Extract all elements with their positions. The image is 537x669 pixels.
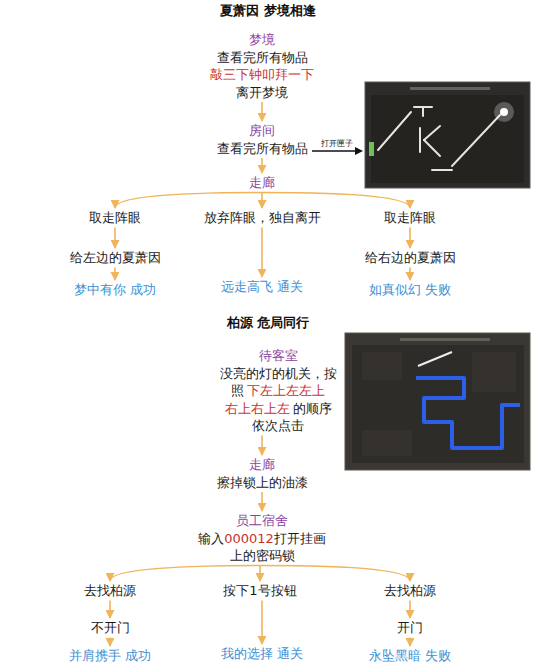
flow-arrow [110,566,262,582]
step-text: 查看完所有物品 [217,140,308,158]
flow-arrow [409,228,411,249]
flow-arrow [261,228,263,278]
step-paragraph: 输入000012打开挂画 上的密码锁 [192,530,332,565]
section-heading: 柏源 危局同行 [227,314,310,332]
ending-result: 我的选择 通关 [221,645,303,663]
flow-step: 给右边的夏萧因 [363,249,458,267]
flow-arrow [261,492,263,511]
ending-result: 并肩携手 成功 [69,647,151,665]
flow-arrow [114,268,116,281]
flow-arrow [261,601,263,645]
step-paragraph: 没亮的灯的机关，按 照下左上左左上 右上右上左的顺序 依次点击 [217,365,339,435]
flow-step: 不开门 [89,619,132,637]
step-text: 去找柏源 [384,582,436,600]
key-instruction: 000012 [224,531,274,546]
flow-step: 我的选择 通关 [219,645,305,663]
flow-step: 按下1号按钮 [221,582,298,600]
flow-step: 去找柏源 [382,582,438,600]
ending-result: 远走高飞 通关 [221,278,303,296]
step-text: 输入 [198,531,224,546]
flow-step: 给左边的夏萧因 [68,249,163,267]
flow-arrow [409,268,411,281]
flow-step: 员工宿舍输入000012打开挂画 上的密码锁 [190,512,334,565]
flow-step: 放弃阵眼，独自离开 [202,209,323,227]
flow-arrow [114,228,116,249]
step-text: 取走阵眼 [384,209,436,227]
location-heading: 员工宿舍 [192,512,332,530]
flow-step: 梦中有你 成功 [72,281,158,299]
pointer-label: 打开匣子 [321,138,353,149]
flow-arrow [259,566,261,582]
step-text: 查看完所有物品 [210,49,314,67]
flow-arrow [261,436,263,456]
location-heading: 走廊 [217,456,308,474]
puzzle-screenshot-one [365,82,530,188]
step-text: 开门 [397,619,423,637]
flow-arrow [262,193,410,209]
flow-step: 并肩携手 成功 [67,647,153,665]
ending-result: 梦中有你 成功 [74,281,156,299]
flow-arrow [109,638,111,647]
location-heading: 待客室 [217,347,339,365]
location-heading: 梦境 [210,31,314,49]
flow-step: 走廊 [247,174,277,192]
flow-arrow [409,638,411,647]
step-text: 放弃阵眼，独自离开 [204,209,321,227]
flow-arrow [261,102,263,121]
ending-result: 永坠黑暗 失败 [369,647,451,665]
step-text: 离开梦境 [210,84,314,102]
step-text: 不开门 [91,619,130,637]
flow-arrow [261,193,263,209]
step-text: 给右边的夏萧因 [365,249,456,267]
flow-step: 取走阵眼 [87,209,143,227]
pointer-arrow [312,147,363,155]
step-text: 擦掉锁上的油漆 [217,474,308,492]
title-text: 夏萧因 梦境相逢 [220,2,316,20]
flow-step: 走廊擦掉锁上的油漆 [215,456,310,491]
flow-arrow [262,566,410,582]
flow-step: 梦境查看完所有物品敲三下钟叩拜一下离开梦境 [208,31,316,101]
flow-step: 去找柏源 [82,582,138,600]
step-text: 取走阵眼 [89,209,141,227]
flow-step: 开门 [395,619,425,637]
flow-arrow [409,601,411,619]
flow-step: 永坠黑暗 失败 [367,647,453,665]
flow-step: 如真似幻 失败 [367,281,453,299]
flow-arrow [109,601,111,619]
flow-step: 取走阵眼 [382,209,438,227]
step-text: 去找柏源 [84,582,136,600]
ending-result: 如真似幻 失败 [369,281,451,299]
key-instruction: 敲三下钟叩拜一下 [210,66,314,84]
flow-arrow [261,158,263,173]
puzzle-screenshot-two [345,333,530,470]
flow-arrow [115,193,262,209]
flow-step: 待客室没亮的灯的机关，按 照下左上左左上 右上右上左的顺序 依次点击 [215,347,341,435]
location-heading: 房间 [217,122,308,140]
flow-step: 房间查看完所有物品 [215,122,310,157]
step-text: 按下1号按钮 [223,582,296,600]
location-heading: 走廊 [249,174,275,192]
flow-step: 远走高飞 通关 [219,278,305,296]
step-text: 给左边的夏萧因 [70,249,161,267]
